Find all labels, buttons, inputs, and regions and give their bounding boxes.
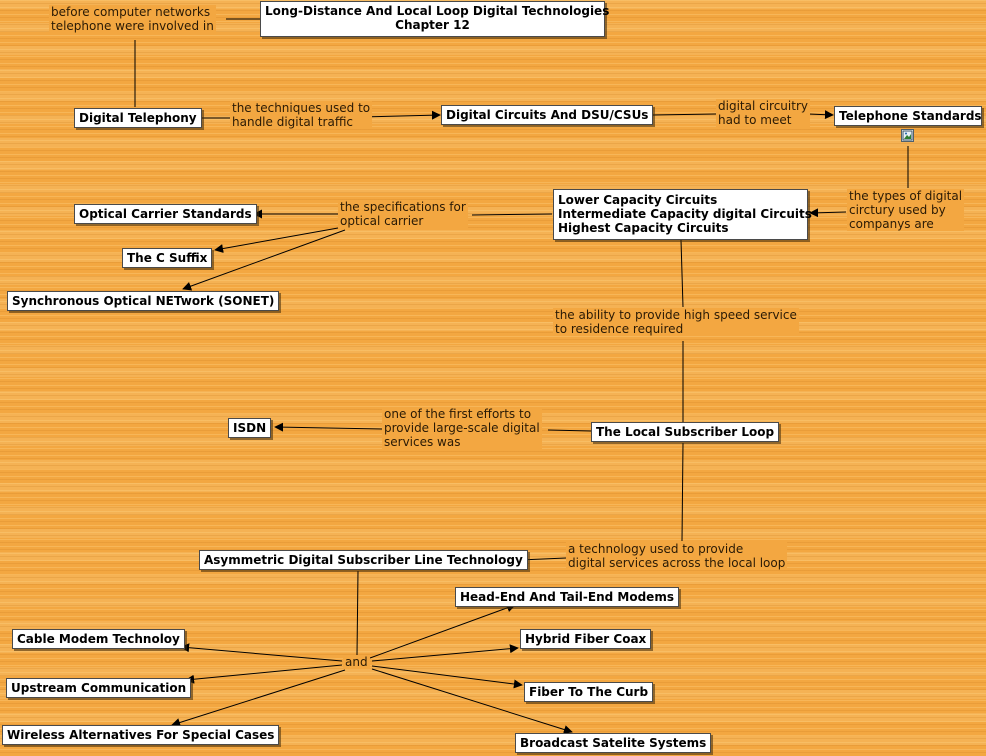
concept-optical-carrier-standards[interactable]: Optical Carrier Standards — [74, 204, 257, 224]
link-line — [274, 422, 383, 432]
concept-digital-telephony[interactable]: Digital Telephony — [74, 108, 202, 128]
concept-telephone-standards[interactable]: Telephone Standards — [834, 106, 982, 126]
link-line — [681, 442, 684, 542]
link-label-had-to-meet[interactable]: digital circuitry had to meet — [716, 99, 810, 127]
link-line — [807, 110, 834, 120]
concept-local-subscriber-loop[interactable]: The Local Subscriber Loop — [591, 422, 780, 442]
concept-map-title[interactable]: Long-Distance And Local Loop Digital Tec… — [260, 1, 609, 37]
concept-wireless-alternatives[interactable]: Wireless Alternatives For Special Cases — [2, 725, 280, 745]
link-line — [651, 113, 717, 116]
concept-sonet[interactable]: Synchronous Optical NETwork (SONET) — [7, 291, 280, 311]
link-line — [680, 239, 684, 308]
link-line — [359, 110, 441, 120]
concept-broadcast-satellite[interactable]: Broadcast Satelite Systems — [515, 733, 712, 753]
concept-cable-modem[interactable]: Cable Modem Technoloy — [12, 629, 185, 649]
concept-isdn[interactable]: ISDN — [228, 418, 272, 438]
concept-head-end-tail-end-modems[interactable]: Head-End And Tail-End Modems — [455, 587, 679, 607]
link-label-first-efforts[interactable]: one of the first efforts to provide larg… — [382, 407, 542, 449]
link-line — [214, 227, 339, 254]
link-line — [356, 570, 359, 656]
link-label-types-used[interactable]: the types of digital circtury used by co… — [847, 189, 965, 231]
link-label-before-networks[interactable]: before computer networks telephone were … — [49, 5, 216, 33]
link-line — [371, 665, 523, 689]
link-line — [471, 213, 553, 216]
link-line — [809, 208, 847, 218]
link-line — [371, 668, 573, 734]
link-line — [182, 229, 346, 291]
link-line — [547, 429, 592, 432]
concept-upstream-communication[interactable]: Upstream Communication — [6, 678, 192, 698]
image-resource-icon[interactable] — [901, 129, 914, 142]
link-line — [371, 644, 519, 662]
link-line — [171, 669, 346, 727]
link-label-and[interactable]: and — [343, 655, 370, 669]
link-line — [180, 643, 343, 662]
concept-adsl[interactable]: Asymmetric Digital Subscriber Line Techn… — [199, 550, 528, 570]
concept-c-suffix[interactable]: The C Suffix — [122, 248, 213, 268]
link-label-technology-used[interactable]: a technology used to provide digital ser… — [566, 542, 788, 570]
link-label-techniques[interactable]: the techniques used to handle digital tr… — [230, 101, 373, 129]
link-line — [185, 664, 343, 684]
concept-capacity-circuits[interactable]: Lower Capacity Circuits Intermediate Cap… — [553, 189, 812, 240]
link-line — [369, 603, 516, 659]
concept-hybrid-fiber-coax[interactable]: Hybrid Fiber Coax — [520, 629, 652, 649]
concept-digital-circuits[interactable]: Digital Circuits And DSU/CSUs — [441, 105, 654, 125]
link-label-high-speed[interactable]: the ability to provide high speed servic… — [553, 308, 799, 336]
concept-fiber-to-the-curb[interactable]: Fiber To The Curb — [524, 682, 654, 702]
link-label-specifications[interactable]: the specifications for optical carrier — [338, 200, 468, 228]
